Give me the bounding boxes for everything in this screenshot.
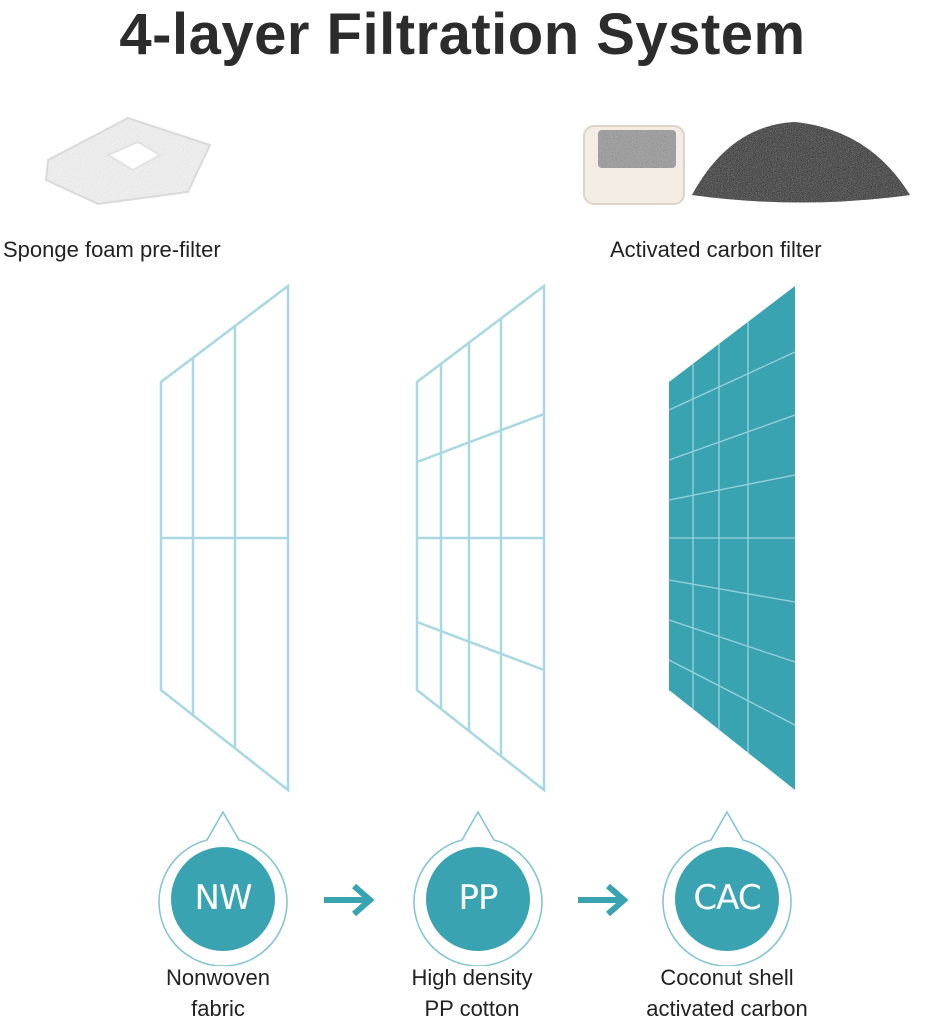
pp-badge-label: PP [458, 878, 498, 918]
badge-drop-icon [662, 810, 792, 967]
nw-caption-line1: Nonwoven [166, 965, 270, 990]
cac-badge: CAC [661, 806, 793, 967]
pp-cotton-layer-panel [415, 283, 546, 793]
nw-caption-line2: fabric [191, 996, 245, 1021]
cac-badge-label: CAC [693, 878, 761, 918]
activated-carbon-layer-panel [668, 286, 796, 790]
sponge-foam-image [44, 116, 212, 206]
pp-caption-line1: High density [411, 965, 533, 990]
badge-drop-icon [158, 810, 288, 967]
cac-caption: Coconut shell activated carbon [607, 962, 847, 1024]
nw-caption: Nonwoven fabric [98, 962, 338, 1024]
pp-caption-line2: PP cotton [424, 996, 520, 1021]
cac-caption-line1: Coconut shell [660, 965, 794, 990]
carbon-filter-image [583, 122, 910, 205]
arrow-right-icon [324, 883, 375, 917]
filter-layers-diagram [159, 283, 796, 793]
page-title: 4-layer Filtration System [119, 2, 806, 67]
sponge-foam-caption: Sponge foam pre-filter [3, 237, 221, 262]
badge-drop-icon [413, 810, 543, 967]
pp-caption: High density PP cotton [352, 962, 592, 1024]
cac-caption-line2: activated carbon [646, 996, 808, 1021]
pp-badge: PP [412, 806, 544, 967]
nw-badge-label: NW [194, 878, 252, 918]
carbon-filter-caption: Activated carbon filter [610, 237, 822, 262]
nonwoven-layer-panel [159, 283, 290, 793]
nw-badge: NW [157, 806, 289, 967]
arrow-right-icon [578, 883, 629, 917]
